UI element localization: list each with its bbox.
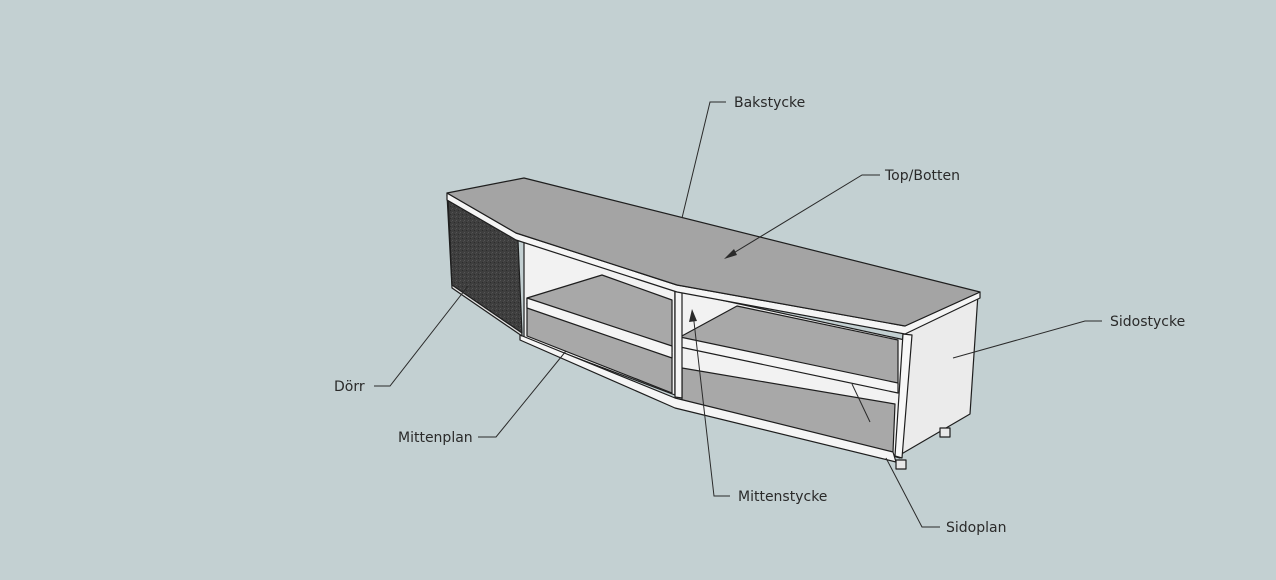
leader-bakstycke xyxy=(681,101,726,219)
label-sidostycke: Sidostycke xyxy=(1110,314,1185,330)
label-top-botten: Top/Botten xyxy=(884,168,960,184)
leader-dorr xyxy=(374,285,469,387)
leader-top-botten xyxy=(726,174,880,258)
middle-divider xyxy=(674,289,683,399)
label-sidoplan: Sidoplan xyxy=(946,520,1006,536)
top-surface xyxy=(446,177,981,327)
label-mittenstycke: Mittenstycke xyxy=(738,489,827,505)
leader-sidostycke xyxy=(952,320,1102,359)
leader-mittenplan-right xyxy=(851,383,871,423)
middle-shelf-left-front xyxy=(526,297,673,359)
leader-mittenplan xyxy=(478,350,567,438)
labels: Bakstycke Top/Botten Sidostycke Dörr Mit… xyxy=(334,95,1185,536)
label-mittenplan: Mittenplan xyxy=(398,430,473,446)
right-side-front-edge xyxy=(894,333,913,459)
tv-bench xyxy=(446,177,981,470)
leader-sidoplan xyxy=(885,457,940,528)
label-bakstycke: Bakstycke xyxy=(734,95,805,111)
foot-right-front xyxy=(895,459,907,470)
label-dorr: Dörr xyxy=(334,379,365,395)
arrowhead-top-botten xyxy=(724,249,737,259)
foot-right-back xyxy=(939,427,951,438)
arrowhead-mittenstycke xyxy=(689,309,697,322)
leader-lines xyxy=(374,101,1102,528)
leader-mittenstycke xyxy=(692,312,730,497)
